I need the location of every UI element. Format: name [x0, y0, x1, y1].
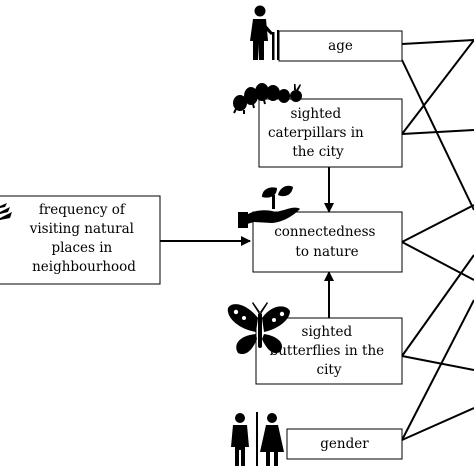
node-butterflies-line-1: sighted: [302, 324, 353, 340]
node-caterpillars: sighted caterpillars in the city: [258, 98, 403, 168]
node-frequency-line-3: places in: [51, 240, 112, 256]
arrows: [160, 167, 334, 318]
node-age: age: [278, 30, 403, 62]
node-caterpillars-line-3: the city: [292, 144, 344, 160]
node-caterpillars-line-1: sighted: [291, 106, 342, 122]
node-connectedness-line-2: to nature: [295, 244, 358, 260]
node-caterpillars-box: [258, 98, 403, 168]
right-connectors: [401, 39, 474, 441]
node-age-box: [278, 30, 403, 62]
butterfly-icon: [227, 302, 290, 355]
node-age-label: age: [328, 38, 353, 54]
node-butterflies-line-2: butterflies in the: [270, 343, 385, 359]
node-gender-label: gender: [320, 436, 369, 452]
tree-icon: [0, 203, 12, 220]
node-frequency: frequency of visiting natural places in …: [0, 195, 161, 285]
node-connectedness-line-1: connectedness: [274, 224, 375, 240]
elderly-person-icon: [250, 5, 279, 60]
node-frequency-label: frequency of visiting natural places in …: [29, 202, 139, 275]
node-gender: gender: [286, 428, 403, 460]
node-gender-line-1: gender: [320, 436, 369, 452]
hand-plant-icon: [238, 185, 300, 228]
node-connectedness-label: connectedness to nature: [274, 224, 380, 260]
node-frequency-line-2: visiting natural: [29, 221, 134, 237]
node-gender-box: [286, 428, 403, 460]
node-caterpillars-label: sighted caterpillars in the city: [268, 106, 368, 160]
node-frequency-line-4: neighbourhood: [32, 259, 136, 275]
node-age-line-1: age: [328, 38, 353, 54]
node-butterflies-label: sighted butterflies in the city: [270, 324, 389, 378]
node-frequency-line-1: frequency of: [39, 202, 126, 218]
node-frequency-box: [0, 195, 161, 285]
node-butterflies-line-3: city: [317, 362, 342, 378]
man-woman-icon: [231, 412, 284, 466]
caterpillar-icon: [233, 83, 302, 114]
node-caterpillars-line-2: caterpillars in: [268, 125, 364, 141]
